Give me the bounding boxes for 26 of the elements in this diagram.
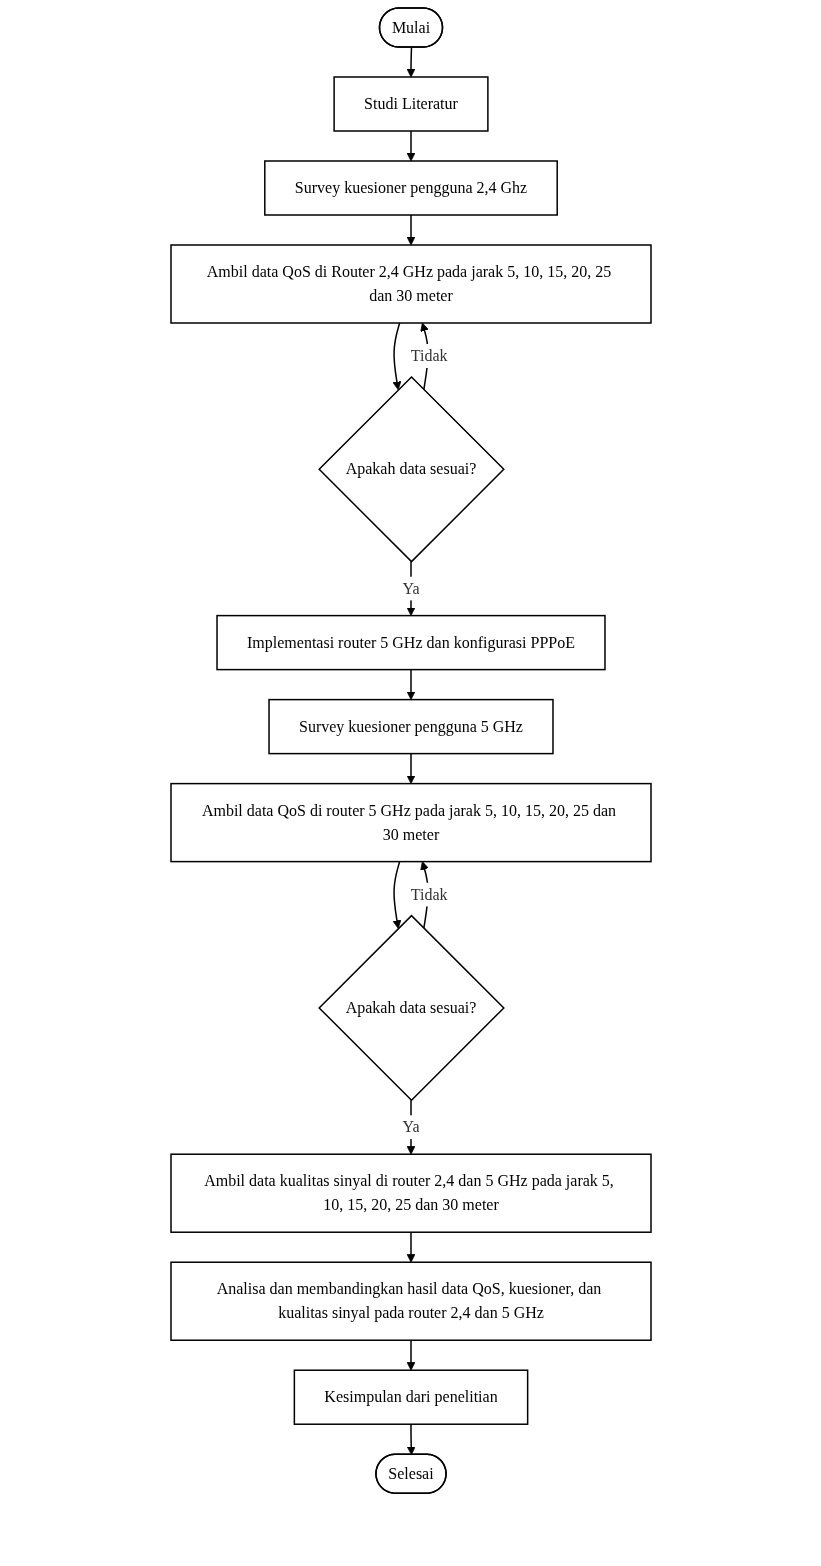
arrow (406, 1339, 415, 1371)
node-box: Kesimpulan dari penelitian (293, 1369, 528, 1425)
node-box: Analisa dan membandingkan hasil data QoS, kuesioner, dan kualitas sinyal pada router 2,4 dan 5 GHz (169, 1261, 652, 1341)
arrow (392, 322, 401, 391)
node-box: Ambil data QoS di router 5 GHz pada jarak 5, 10, 15, 20, 25 dan 30 meter (169, 782, 652, 863)
node-box: Ambil data kualitas sinyal di router 2,4 dan 5 GHz pada jarak 5, 10, 15, 20, 25 dan 30 meter (169, 1153, 652, 1233)
arrow (406, 1231, 415, 1263)
node-box: Survey kuesioner pengguna 5 GHz (267, 698, 554, 755)
edge-label: Tidak (410, 347, 448, 365)
arrow (406, 1099, 415, 1155)
node-box: Ambil data QoS di Router 2,4 GHz pada jarak 5, 10, 15, 20, 25 dan 30 meter (169, 244, 652, 324)
node-box: Survey kuesioner pengguna 2,4 Ghz (263, 160, 558, 216)
arrow (406, 214, 415, 246)
node-box: Studi Literatur (332, 76, 489, 132)
arrow (406, 1423, 416, 1456)
arrow (406, 752, 415, 784)
edge-label: Ya (401, 1118, 420, 1136)
arrow (392, 860, 401, 929)
arrow (406, 130, 415, 162)
arrow (406, 46, 415, 78)
node-box: Implementasi router 5 GHz dan konfigurasi PPPoE (215, 614, 606, 671)
edge-label: Tidak (410, 885, 448, 903)
arrow (406, 668, 415, 700)
node-diamond: Apakah data sesuai? (317, 375, 505, 563)
edge-label: Ya (401, 579, 420, 597)
node-diamond: Apakah data sesuai? (317, 914, 505, 1102)
